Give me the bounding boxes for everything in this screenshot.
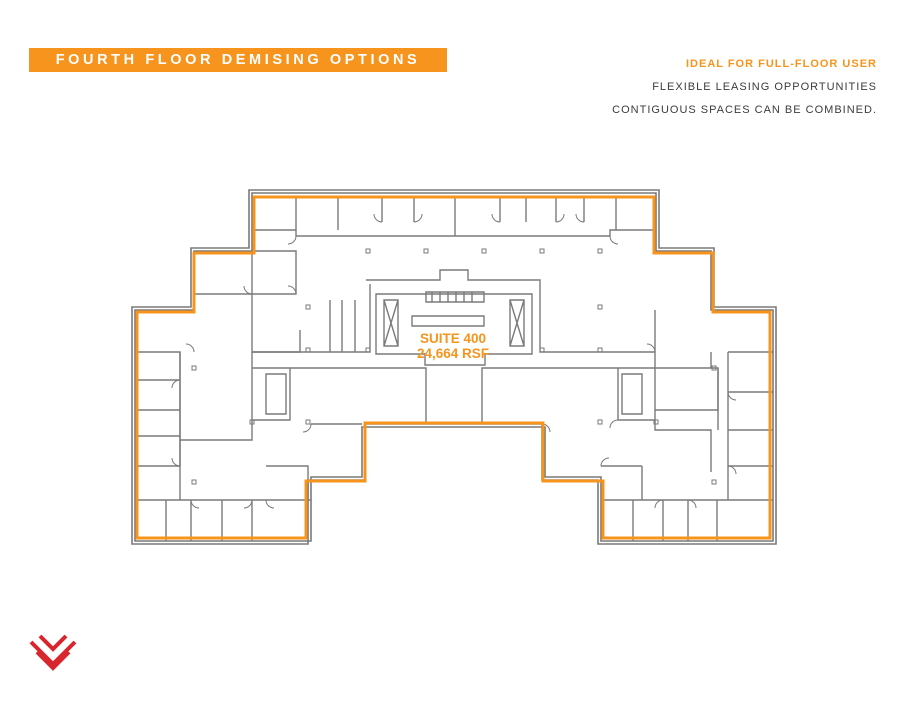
suite-name: SUITE 400 xyxy=(419,331,487,346)
feature-line-leasing: FLEXIBLE LEASING OPPORTUNITIES xyxy=(652,81,877,93)
brand-logo-icon xyxy=(29,634,77,671)
building-shell xyxy=(131,189,777,545)
door-swings xyxy=(171,213,737,509)
page-title: FOURTH FLOOR DEMISING OPTIONS xyxy=(29,48,447,72)
suite-area: 24,664 RSF xyxy=(416,346,490,361)
suite-label: SUITE 400 24,664 RSF xyxy=(398,331,508,361)
feature-highlight: IDEAL FOR FULL-FLOOR USER xyxy=(685,58,877,70)
interior-walls xyxy=(135,196,773,541)
feature-line-contiguous: CONTIGUOUS SPACES CAN BE COMBINED. xyxy=(612,104,877,116)
structural-columns xyxy=(191,248,717,485)
suite-demising-outline xyxy=(135,195,772,540)
